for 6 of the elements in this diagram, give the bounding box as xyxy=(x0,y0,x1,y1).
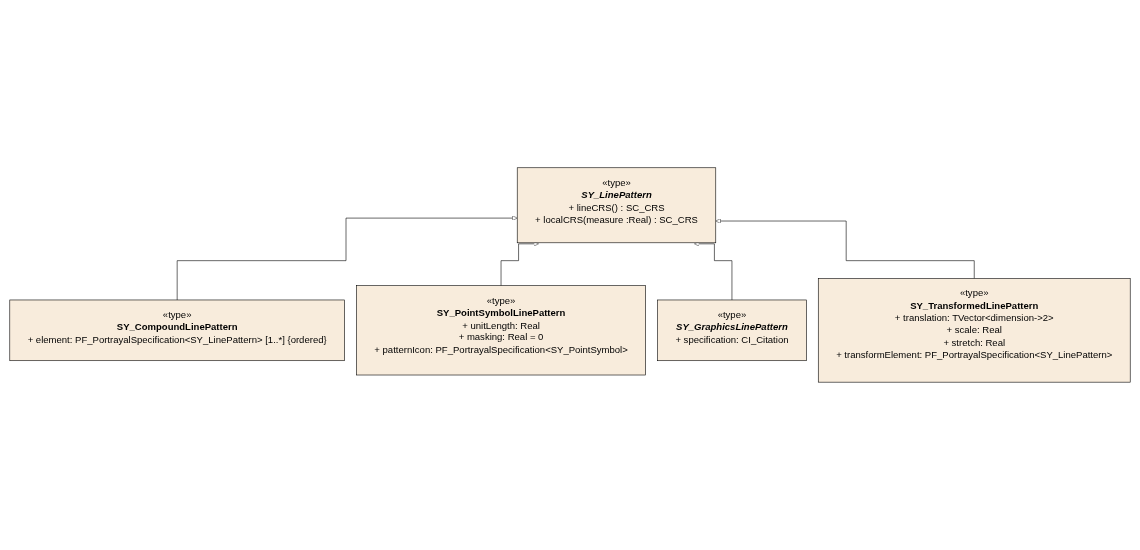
node-box xyxy=(817,278,1131,383)
class-diagram: «type» SY_LinePattern + lineCRS() : SC_CRS + localCRS(measure :Real) : SC_CRS «type» SY_CompoundLinePattern + element: PF_PortrayalSpecification<SY_LinePattern> [1..*] {ordered} «type» SY_TransformedLinePattern + translation: TVector<dimension->2> + scale: Real + stretch: Real + transformElement: PF_PortrayalSpecification<SY_LinePattern> «type» SY_PointSymbolLinePattern + unitLength: Real + masking: Real = 0 + patternIcon: PF_PortrayalSpecification<SY_PointSymbol> «type» SY_GraphicsLinePattern + specification: CI_Citation xyxy=(5,163,1135,387)
node-box xyxy=(657,299,807,362)
node-box xyxy=(516,167,717,244)
node-box xyxy=(356,285,646,376)
node-box xyxy=(9,299,345,362)
